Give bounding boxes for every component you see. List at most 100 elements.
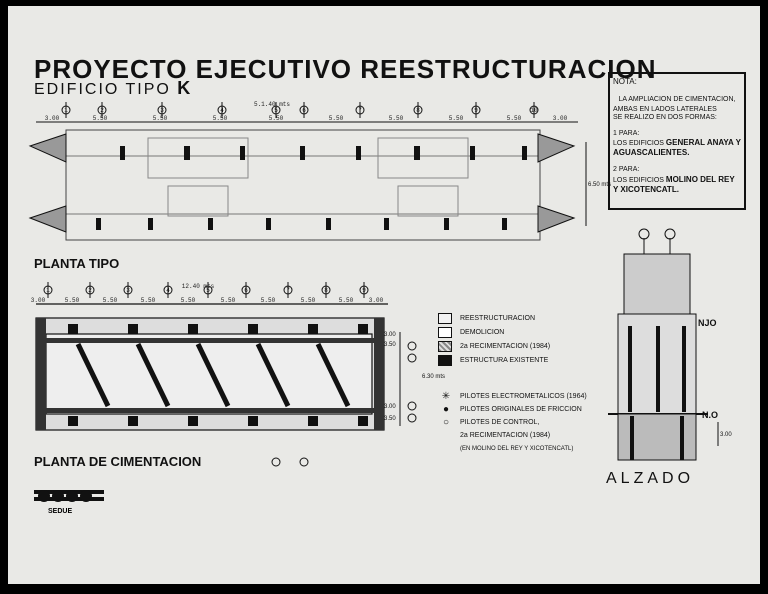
legend-swatch [438, 326, 452, 338]
note-item-1-para: PARA: [618, 130, 640, 138]
dimension-label: 3.00 [369, 297, 384, 304]
plan-cimentacion-label: PLANTA DE CIMENTACION [34, 454, 202, 469]
depth-dim-bottom: 6.30 mts [422, 374, 446, 380]
dimension-label: 5.50 [141, 297, 156, 304]
open-circle-icon: ○ [442, 417, 450, 428]
plan-tipo-outline [65, 129, 541, 241]
legend-row: ESTRUCTURA EXISTENTE [438, 354, 550, 366]
dimension-label: 5.50 [449, 115, 464, 122]
dimension-label: 5.50 [389, 115, 404, 122]
pile-legend-row: ✳ PILOTES ELECTROMETALICOS (1964) [440, 390, 587, 403]
subtitle-text: EDIFICIO TIPO [34, 81, 171, 98]
note-item-2-num: 2 [613, 166, 617, 174]
legend-swatch [438, 340, 452, 352]
drawing-sheet: PROYECTO EJECUTIVO REESTRUCTURACION EDIF… [8, 6, 760, 584]
legend-row: 2a RECIMENTACION (1984) [438, 340, 550, 352]
axis-label: 5 [274, 107, 278, 114]
note-item-2-text: LOS EDIFICIOS [613, 176, 664, 184]
axis-label: 8 [324, 287, 328, 294]
sedue-logo-icon [34, 490, 104, 502]
pile-legend-label: PILOTES ORIGINALES DE FRICCION [460, 406, 582, 413]
note-line-1: LA AMPLIACION DE CIMENTACION, [618, 96, 736, 104]
page-title: PROYECTO EJECUTIVO REESTRUCTURACION [34, 54, 657, 84]
axis-label: 8 [416, 107, 420, 114]
axis-label: 6 [244, 287, 248, 294]
axis-label: 4 [166, 287, 170, 294]
axis-label: 1 [46, 287, 50, 294]
pile-legend-label: PILOTES ELECTROMETALICOS (1964) [460, 393, 587, 400]
dimension-total: 5.1.40 mts [254, 101, 290, 108]
level-no: N.O [702, 410, 719, 420]
side-dim-3: 3.00 [384, 404, 396, 410]
pile-legend-row: ○ PILOTES DE CONTROL, [440, 416, 587, 429]
wing-right-top [537, 133, 576, 163]
note-item-1-text: LOS EDIFICIOS [613, 140, 664, 148]
pile-legend: ✳ PILOTES ELECTROMETALICOS (1964) ● PILOTE… [440, 390, 587, 455]
dimension-label: 5.50 [339, 297, 354, 304]
wing-right-bottom [537, 205, 576, 233]
wing-left-bottom [28, 205, 67, 233]
dimension-label: 5.50 [329, 115, 344, 122]
note-box: NOTA: LA AMPLIACION DE CIMENTACION, AMBA… [608, 72, 746, 210]
pile-legend-row: 2a RECIMENTACION (1984) [440, 429, 587, 442]
legend-label: ESTRUCTURA EXISTENTE [460, 356, 549, 364]
elevation-label: ALZADO [606, 470, 695, 487]
page-subtitle: EDIFICIO TIPO K [34, 78, 192, 99]
axis-label: 9 [474, 107, 478, 114]
note-item-1: 1 PARA: LOS EDIFICIOS GENERAL ANAYA Y AG… [613, 130, 741, 158]
dimension-label: 5.50 [213, 115, 228, 122]
legend: REESTRUCTURACION DEMOLICION 2a RECIMENTA… [438, 312, 550, 368]
legend-label: 2a RECIMENTACION (1984) [460, 342, 551, 350]
note-item-2-bold: MOLINO DEL REY Y XICOTENCATL. [613, 174, 735, 194]
axis-label: 6 [302, 107, 306, 114]
filled-circle-icon: ● [442, 404, 450, 415]
dimension-texts: 3.00 5.50 5.50 5.50 5.50 5.50 5.50 5.50 5.50 3.00… [45, 101, 568, 122]
axis-label: 4 [220, 107, 224, 114]
dimension-label: 5.50 [93, 115, 108, 122]
note-line-3: SE REALIZO EN DOS FORMAS: [613, 114, 717, 122]
axis-label: 9 [362, 287, 366, 294]
axis-label: 7 [286, 287, 290, 294]
dimension-label: 3.00 [553, 115, 568, 122]
pile-legend-label: 2a RECIMENTACION (1984) [460, 432, 551, 439]
legend-row: DEMOLICION [438, 326, 550, 338]
dimension-label: 5.50 [301, 297, 316, 304]
note-item-2: 2 PARA: LOS EDIFICIOS MOLINO DEL REY Y X… [613, 166, 741, 194]
legend-label: REESTRUCTURACION [460, 314, 536, 322]
plan-tipo-label: PLANTA TIPO [34, 256, 120, 271]
legend-swatch [438, 354, 452, 366]
dimension-label: 3.00 [45, 115, 60, 122]
pile-legend-sub: (EN MOLINO DEL REY Y XICOTENCATL) [460, 445, 574, 452]
axis-label: 2 [100, 107, 104, 114]
dimension-label: 5.50 [65, 297, 80, 304]
note-item-2-para: PARA: [618, 166, 640, 174]
depth-dim-top: 6.50 mts [588, 182, 612, 188]
dimension-label: 5.50 [507, 115, 522, 122]
dimension-label: 5.50 [269, 115, 284, 122]
axis-label: 2 [88, 287, 92, 294]
wing-left-top [28, 133, 67, 163]
pile-legend-label: PILOTES DE CONTROL, [460, 419, 540, 426]
subtitle-letter: K [177, 78, 193, 98]
note-item-1-bold: GENERAL ANAYA Y AGUASCALIENTES. [613, 138, 741, 158]
side-dim-2: 3.50 [384, 342, 396, 348]
axis-label: 3 [160, 107, 164, 114]
dimension-label: 5.50 [153, 115, 168, 122]
pile-legend-row: ● PILOTES ORIGINALES DE FRICCION [440, 403, 587, 416]
dimension-total: 12.40 mts [182, 283, 215, 290]
legend-label: DEMOLICION [460, 328, 505, 336]
side-dim-4: 3.50 [384, 416, 396, 422]
dimension-label: 3.00 [31, 297, 46, 304]
asterisk-icon: ✳ [441, 391, 451, 402]
note-line-2: AMBAS EN LADOS LATERALES [613, 106, 717, 114]
dimension-label: 5.50 [261, 297, 276, 304]
note-header: NOTA: [613, 77, 637, 86]
note-item-1-num: 1 [613, 130, 617, 138]
legend-row: REESTRUCTURACION [438, 312, 550, 324]
level-nt: NJO [698, 318, 717, 328]
axis-label: 1 [64, 107, 68, 114]
elevation-top-block [623, 253, 691, 315]
side-dim-1: 3.00 [384, 332, 396, 338]
